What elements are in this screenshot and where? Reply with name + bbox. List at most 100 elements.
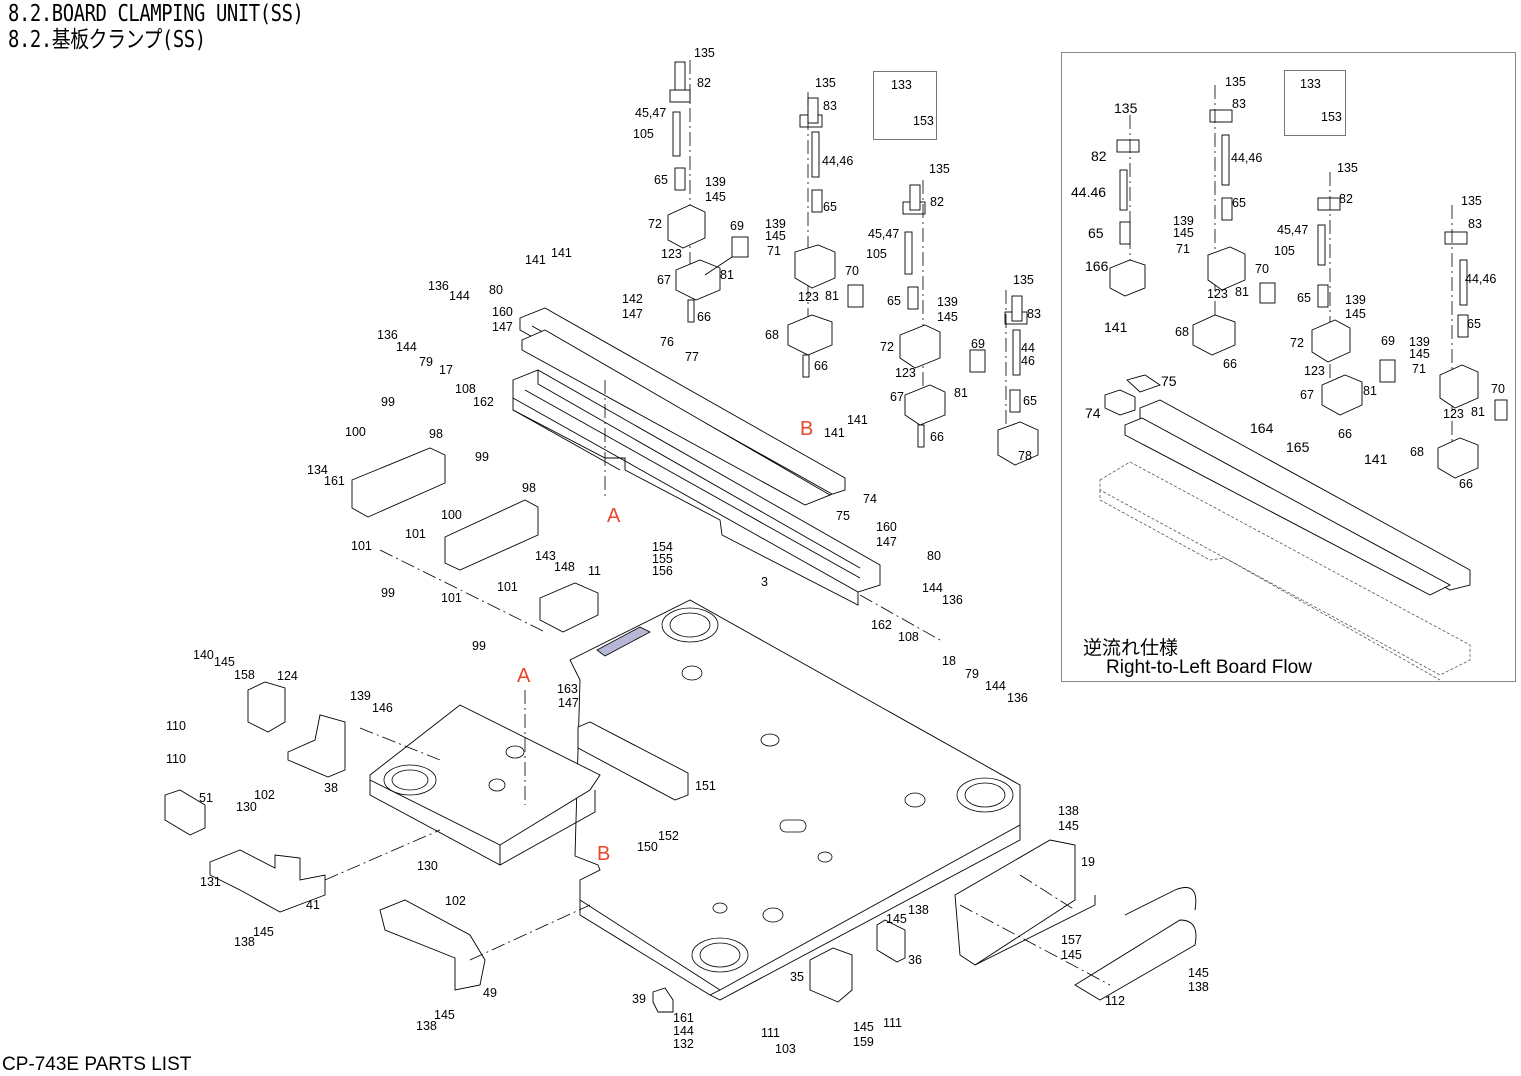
- callout: 141: [1364, 451, 1388, 467]
- callout: 18: [942, 654, 956, 668]
- callout: 147: [876, 535, 897, 549]
- callout: 141: [1104, 319, 1128, 335]
- callout: 145: [937, 310, 958, 324]
- callout: 82: [1339, 192, 1353, 206]
- callout: 141: [824, 426, 845, 440]
- callout: 49: [483, 986, 497, 1000]
- callout: 136: [377, 328, 398, 342]
- callout: 135: [1461, 194, 1482, 208]
- callout: 68: [1175, 325, 1189, 339]
- callout: 3: [761, 575, 768, 589]
- callout: 70: [1255, 262, 1269, 276]
- callout: 35: [790, 970, 804, 984]
- callout: 83: [1468, 217, 1482, 231]
- callout: 72: [880, 340, 894, 354]
- callout: 123: [798, 290, 819, 304]
- callout: 65: [1088, 225, 1104, 241]
- callout: 101: [405, 527, 426, 541]
- callout: 80: [927, 549, 941, 563]
- callout: 162: [871, 618, 892, 632]
- bracket-49: [379, 899, 486, 991]
- callout: 68: [1410, 445, 1424, 459]
- callout: 145: [1409, 347, 1430, 361]
- plate-36: [876, 919, 906, 963]
- callout: 135: [815, 76, 836, 90]
- callout: 135: [1225, 75, 1246, 89]
- callout: 145: [253, 925, 274, 939]
- callout: 139: [765, 217, 786, 231]
- callout: 51: [199, 791, 213, 805]
- callout: 145: [853, 1020, 874, 1034]
- callout: 65: [1297, 291, 1311, 305]
- ref-marker-a-lower: A: [517, 665, 531, 687]
- callout: 80: [489, 283, 503, 297]
- callout: 154: [652, 540, 673, 554]
- callout: 153: [1321, 110, 1342, 124]
- callout: 67: [890, 390, 904, 404]
- callout: 123: [661, 247, 682, 261]
- callout: 98: [429, 427, 443, 441]
- callout: 44: [1021, 341, 1035, 355]
- callout: 145: [214, 655, 235, 669]
- callout: 98: [522, 481, 536, 495]
- callout: 82: [697, 76, 711, 90]
- callout: 77: [685, 350, 699, 364]
- callout: 78: [1018, 449, 1032, 463]
- clamp-stack-2: [787, 92, 864, 378]
- callout: 44,46: [1231, 151, 1262, 165]
- callout: 81: [1471, 405, 1485, 419]
- callout: 65: [1232, 196, 1246, 210]
- callout: 144: [396, 340, 417, 354]
- callout: 75: [836, 509, 850, 523]
- callout: 147: [622, 307, 643, 321]
- bracket-51: [164, 789, 206, 836]
- callout: 38: [324, 781, 338, 795]
- callout: 99: [381, 395, 395, 409]
- callout: 11: [588, 564, 601, 578]
- callout: 67: [1300, 388, 1314, 402]
- callout: 145: [1188, 966, 1209, 980]
- callout: 139: [1409, 335, 1430, 349]
- bracket-19: [954, 839, 1076, 966]
- callout: 74: [1085, 405, 1101, 421]
- callout: 145: [705, 190, 726, 204]
- callout: 69: [971, 337, 985, 351]
- callout: 83: [1232, 97, 1246, 111]
- callout: 112: [1105, 994, 1125, 1008]
- sub-plate-left: [369, 704, 601, 866]
- callout: 45,47: [1277, 223, 1308, 237]
- ref-marker-b-lower: B: [597, 843, 610, 865]
- callout: 123: [895, 366, 916, 380]
- callout: 66: [814, 359, 828, 373]
- callout: 76: [660, 335, 674, 349]
- callout: 45,47: [635, 106, 666, 120]
- callout: 166: [1085, 258, 1109, 274]
- callout: 110: [166, 719, 186, 733]
- callout: 160: [876, 520, 897, 534]
- callout: 100: [345, 425, 366, 439]
- callout: 108: [455, 382, 476, 396]
- callout: 144: [985, 679, 1006, 693]
- callout: 147: [492, 320, 513, 334]
- callout: 39: [632, 992, 646, 1006]
- callout: 66: [1459, 477, 1473, 491]
- callout: 71: [1412, 362, 1426, 376]
- inset-note-jp: 逆流れ仕様: [1083, 638, 1179, 659]
- callout: 68: [765, 328, 779, 342]
- callout: 99: [381, 586, 395, 600]
- callout: 101: [351, 539, 372, 553]
- clamp-stack-4: [997, 290, 1039, 466]
- callout: 69: [730, 219, 744, 233]
- guide-rails-76-77: [519, 307, 846, 506]
- callout: 105: [1274, 244, 1295, 258]
- callout: 81: [1235, 285, 1249, 299]
- callout: 144: [673, 1024, 694, 1038]
- callout: 147: [558, 696, 579, 710]
- callout: 145: [1173, 226, 1194, 240]
- bracket-39: [652, 987, 674, 1013]
- callout: 164: [1250, 420, 1274, 436]
- callout: 19: [1081, 855, 1095, 869]
- callout: 81: [954, 386, 968, 400]
- callout: 44.46: [1071, 184, 1106, 200]
- callout: 140: [193, 648, 214, 662]
